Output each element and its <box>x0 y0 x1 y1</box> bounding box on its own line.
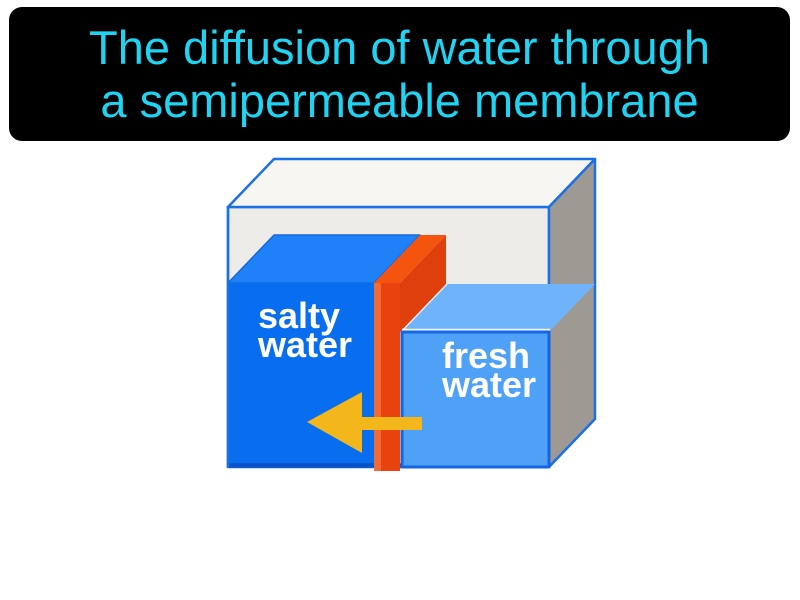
title-line-1: The diffusion of water through <box>89 21 710 74</box>
fresh-water-top-face <box>402 284 595 332</box>
fresh-water-label-line2: water <box>441 364 536 405</box>
salty-water-label-line1: salty <box>258 295 340 336</box>
membrane-right-face <box>400 235 446 332</box>
salty-water-label-line2: water <box>257 324 352 365</box>
fresh-water-label-line1: fresh <box>442 335 530 376</box>
membrane-front-bevel <box>374 283 381 471</box>
tank-top-face <box>226 157 597 209</box>
water-flow-arrow <box>307 392 422 453</box>
fresh-water-label: fresh water <box>441 335 540 405</box>
membrane-top-face <box>374 235 446 283</box>
title-banner: The diffusion of water through a semiper… <box>9 7 790 141</box>
salty-water-label: salty water <box>257 295 352 365</box>
title-line-2: a semipermeable membrane <box>100 74 699 127</box>
